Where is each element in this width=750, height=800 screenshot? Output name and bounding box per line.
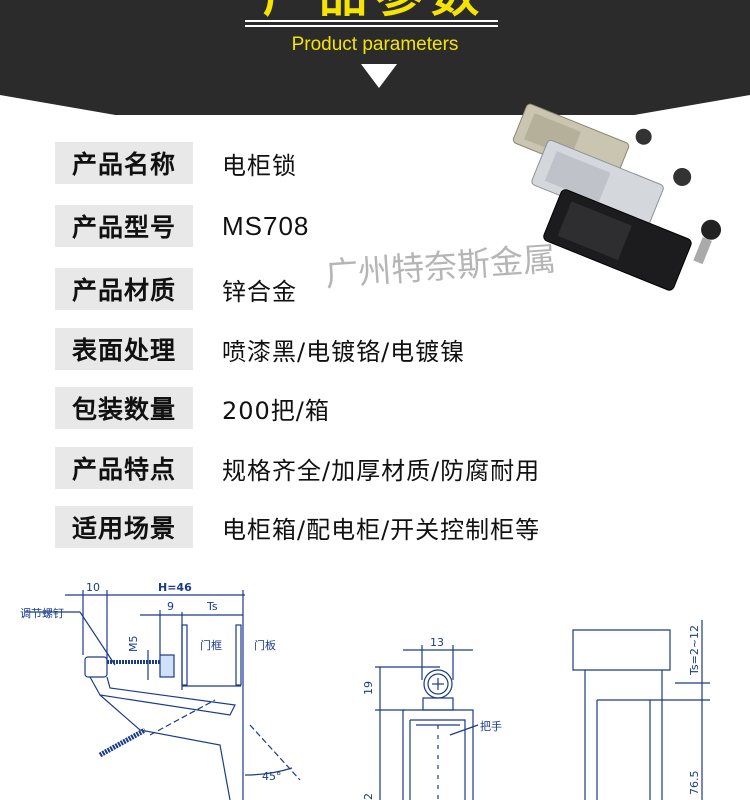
spec-row: 产品特点规格齐全/加厚材质/防腐耐用 xyxy=(55,447,540,489)
dim-label: H=46 xyxy=(158,581,192,594)
chevron-down-icon xyxy=(361,64,397,88)
title-rule xyxy=(245,20,498,22)
spec-row: 产品材质锌合金 xyxy=(55,268,297,310)
callout-label: 调节螺钉 xyxy=(20,607,64,620)
spec-label: 表面处理 xyxy=(55,328,193,370)
spec-label: 包装数量 xyxy=(55,387,193,429)
header-banner xyxy=(0,0,750,115)
callout-label: 门框 xyxy=(200,638,222,652)
dim-label: 76.5 xyxy=(688,771,701,796)
spec-value: 电柜锁 xyxy=(222,151,297,180)
title-rule xyxy=(245,25,498,27)
dim-label: 13 xyxy=(430,636,444,649)
dim-label: 10 xyxy=(86,581,100,594)
spec-value: 200把/箱 xyxy=(222,396,330,425)
spec-label: 适用场景 xyxy=(55,506,193,548)
spec-label: 产品名称 xyxy=(55,142,193,184)
dim-label: 9 xyxy=(167,600,174,613)
spec-row: 适用场景电柜箱/配电柜/开关控制柜等 xyxy=(55,506,540,548)
spec-value: MS708 xyxy=(222,210,310,241)
dim-label: Ts xyxy=(206,600,218,613)
spec-value: 喷漆黑/电镀铬/电镀镍 xyxy=(222,337,466,366)
page-subtitle: Product parameters xyxy=(291,34,459,55)
callout-label: 把手 xyxy=(480,719,502,733)
callout-label: 门板 xyxy=(254,638,276,652)
page-title: 产品参数 xyxy=(0,0,750,20)
spec-value: 电柜箱/配电柜/开关控制柜等 xyxy=(222,515,541,544)
spec-label: 产品型号 xyxy=(55,205,193,247)
spec-row: 产品名称电柜锁 xyxy=(55,142,297,184)
technical-drawing: 10 H=46 9 Ts M5 调节螺钉 门框 门板 45° 13 19 2 把… xyxy=(20,581,710,800)
spec-row: 表面处理喷漆黑/电镀铬/电镀镍 xyxy=(55,328,465,370)
spec-label: 产品材质 xyxy=(55,268,193,310)
dim-label: 19 xyxy=(362,681,375,695)
angle-label: 45° xyxy=(262,770,282,783)
dim-label: M5 xyxy=(127,636,140,653)
spec-row: 产品型号 MS708 xyxy=(55,205,309,247)
product-image xyxy=(512,103,722,291)
spec-value: 规格齐全/加厚材质/防腐耐用 xyxy=(222,456,541,485)
spec-value: 锌合金 xyxy=(222,277,297,306)
dim-label: Ts=2~12 xyxy=(688,625,701,676)
spec-row: 包装数量 200把/箱 xyxy=(55,387,330,429)
spec-label: 产品特点 xyxy=(55,447,193,489)
dim-label: 2 xyxy=(362,793,375,800)
